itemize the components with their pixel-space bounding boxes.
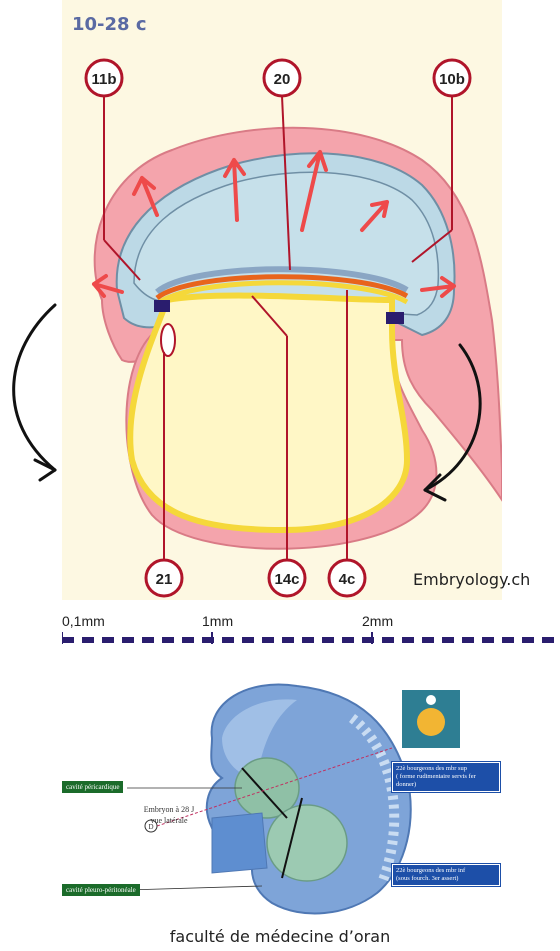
callout-10b: 10b: [434, 60, 470, 96]
embryo-caption: Embryon à 28 J vue latérale: [134, 804, 204, 826]
callout-20: 20: [264, 60, 300, 96]
tag-lower-limb: 22è bourgeons des mbr inf (sous fourch. …: [392, 864, 500, 886]
scale-label-2: 2mm: [362, 613, 393, 629]
callout-21: 21: [146, 560, 182, 596]
callout-4c: 4c: [329, 560, 365, 596]
scale-label-1: 1mm: [202, 613, 233, 629]
diagram-svg: 11b 20 10b 21 14c 4c: [62, 0, 502, 600]
footer-caption: faculté de médecine d’oran: [0, 927, 560, 946]
callout-14c: 14c: [269, 560, 305, 596]
liver-bulge: [267, 805, 347, 881]
cut-stalk: [212, 813, 267, 873]
scale-bar: 0,1mm 1mm 2mm: [62, 610, 560, 656]
figure-label: 10-28 c: [72, 14, 147, 35]
inset-yolk: [417, 708, 445, 736]
credit-text: Embryology.ch: [413, 570, 530, 589]
svg-text:11b: 11b: [91, 71, 116, 88]
pointer-left-bottom: [127, 886, 262, 890]
gut-pocket: [161, 324, 175, 356]
embryo-section-diagram: 10-28 c: [62, 0, 502, 600]
fold-arrow-right-icon: [410, 340, 490, 510]
inset-tube: [426, 695, 436, 705]
caption-line-1: Embryon à 28 J: [134, 804, 204, 815]
fold-arrow-left-icon: [0, 290, 80, 490]
caption-line-2: vue latérale: [134, 815, 204, 826]
tag-pericardial: cavité péricardique: [62, 781, 123, 793]
svg-text:14c: 14c: [274, 571, 299, 588]
tag-pleuroperitoneal: cavité pleuro-péritonéale: [62, 884, 140, 896]
svg-text:10b: 10b: [439, 71, 465, 88]
svg-text:20: 20: [274, 71, 291, 88]
node-left: [154, 300, 170, 312]
callout-11b: 11b: [86, 60, 122, 96]
svg-text:4c: 4c: [339, 571, 356, 588]
tag-upper-limb: 22è bourgeons des mbr sup ( forme rudime…: [392, 762, 500, 792]
node-right: [386, 312, 404, 324]
scale-label-0: 0,1mm: [62, 613, 105, 629]
svg-text:21: 21: [156, 571, 173, 588]
embryo-illustration: D cavité péricardique cavité pleuro-péri…: [62, 668, 502, 926]
